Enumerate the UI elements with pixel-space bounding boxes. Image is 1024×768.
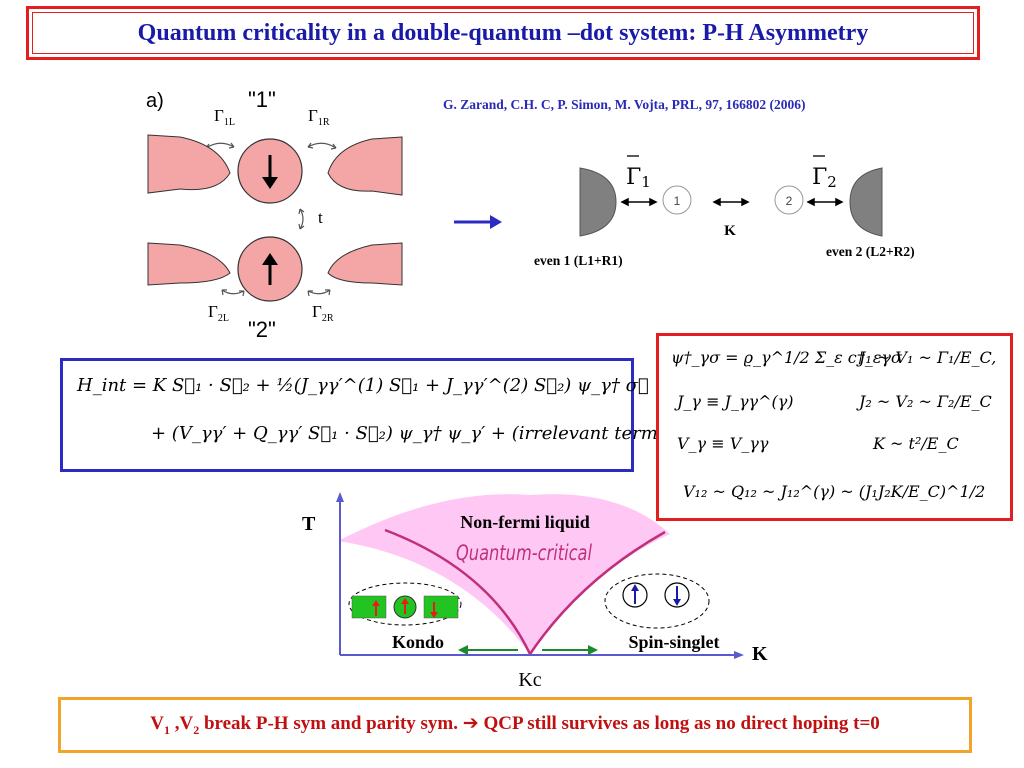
kondo-cloud (348, 582, 462, 626)
gamma-2R-label: Γ2R (312, 302, 334, 324)
hamiltonian-line-1: H_int = K S⃗₁ · S⃗₂ + ½(J_γγ′^(1) S⃗₁ + … (77, 375, 693, 396)
phase-arrows (458, 645, 598, 655)
dot-1-label: 1 (674, 194, 681, 208)
def-psi: ψ†_γσ = ϱ_γ^1/2 Σ_ε c†_εγσ (671, 348, 902, 367)
spin-singlet-label: Spin-singlet (628, 632, 719, 652)
lead-even-1 (579, 167, 617, 237)
critical-point-label: Kc (518, 669, 541, 691)
gamma-2L-label: Γ2L (208, 302, 229, 324)
lead-2-label: even 2 (L2+R2) (826, 244, 915, 259)
hamiltonian-line-2: + (V_γγ′ + Q_γγ′ S⃗₁ · S⃗₂) ψ_γ† ψ_γ′ + … (151, 423, 680, 444)
dot-1-label: "1" (248, 87, 276, 112)
phase-diagram: T K Kc Non-fermi liquid Quantum-critical… (302, 492, 768, 691)
spin-down-icon (262, 155, 278, 189)
coupling-arrows (620, 197, 844, 207)
spin-up-icon (262, 253, 278, 285)
def-jgamma: J_γ ≡ J_γγ^(γ) (677, 392, 794, 411)
tunnel-arrows (205, 142, 337, 297)
gamma-2-bar-label: Γ2 (812, 165, 837, 191)
lead-1R (327, 136, 403, 196)
double-dot-schematic: a) "1" "2" Γ1L Γ1R Γ2L Γ2R t (146, 87, 403, 340)
nfl-label: Non-fermi liquid (460, 512, 590, 532)
dot-2-label: "2" (248, 317, 276, 340)
citation: G. Zarand, C.H. C, P. Simon, M. Vojta, P… (443, 97, 806, 112)
conclusion-text: V1 ,V2 break P-H sym and parity sym. ➔ Q… (150, 712, 880, 737)
dot-2 (774, 185, 804, 215)
lead-1-label: even 1 (L1+R1) (534, 253, 623, 268)
gamma-1R-label: Γ1R (308, 106, 330, 128)
gamma-1L-label: Γ1L (214, 106, 235, 128)
t-axis-label: T (302, 513, 316, 535)
kondo-lead-left (351, 595, 387, 619)
definitions-box: ψ†_γσ = ϱ_γ^1/2 Σ_ε c†_εγσ J₁ ~ V₁ ~ Γ₁/… (656, 333, 1013, 521)
def-v12: V₁₂ ~ Q₁₂ ~ J₁₂^(γ) ~ (J₁J₂K/E_C)^1/2 (683, 482, 986, 501)
def-j2: J₂ ~ V₂ ~ Γ₂/E_C (859, 392, 992, 411)
def-j1: J₁ ~ V₁ ~ Γ₁/E_C, (859, 348, 997, 367)
gamma-1-bar-label: Γ1 (626, 165, 651, 191)
lead-even-2 (849, 167, 883, 237)
kondo-lead-right (423, 595, 459, 619)
k-axis-label: K (752, 643, 768, 665)
def-k: K ~ t²/E_C (873, 434, 959, 453)
lead-2R (327, 242, 403, 286)
title-banner: Quantum criticality in a double-quantum … (26, 6, 980, 60)
right-arrow-icon (454, 215, 502, 229)
panel-label: a) (146, 90, 164, 112)
lead-2L (147, 242, 231, 286)
coupling-label: K (724, 223, 736, 239)
conclusion-box: V1 ,V2 break P-H sym and parity sym. ➔ Q… (58, 697, 972, 753)
tunneling-label: t (318, 208, 323, 227)
hamiltonian-box: H_int = K S⃗₁ · S⃗₂ + ½(J_γγ′^(1) S⃗₁ + … (60, 358, 692, 472)
lead-1L (147, 134, 231, 194)
quantum-critical-label: Quantum-critical (456, 541, 592, 565)
quantum-critical-region (338, 494, 670, 654)
left-crossover-line (384, 528, 532, 655)
dot-1 (662, 185, 692, 215)
right-arrow-icon: ➔ (462, 712, 479, 735)
kondo-label: Kondo (392, 632, 444, 652)
effective-model-diagram: Γ1 Γ2 1 2 K even 1 (L1+R1) even 2 (L2+R2… (534, 155, 915, 268)
def-vgamma: V_γ ≡ V_γγ (677, 434, 769, 453)
dot-2-label: 2 (786, 194, 793, 208)
singlet-cloud (604, 573, 710, 629)
right-crossover-line (528, 530, 666, 655)
slide-title: Quantum criticality in a double-quantum … (137, 19, 869, 46)
